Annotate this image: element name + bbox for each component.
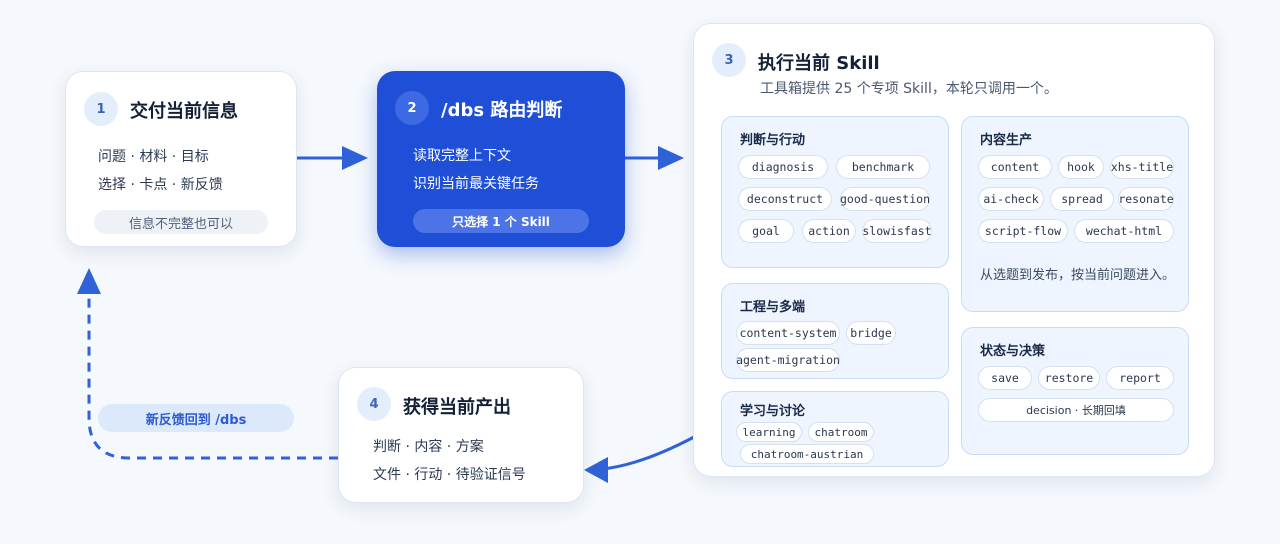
skill-chip-diagnosis: diagnosis: [738, 155, 828, 179]
arrowhead-1-to-2: [342, 146, 368, 170]
skill-chip-wechat-html: wechat-html: [1074, 219, 1174, 243]
step-3-title: 执行当前 Skill: [758, 53, 880, 74]
skill-chip-bridge: bridge: [846, 321, 896, 345]
skill-chip-report: report: [1106, 366, 1174, 390]
skill-chip-benchmark: benchmark: [836, 155, 930, 179]
group-learning: 学习与讨论 learning chatroom chatroom-austria…: [721, 391, 949, 467]
group-state-decision: 状态与决策 save restore report decision · 长期回…: [961, 327, 1189, 455]
skill-chip-chatroom-austrian: chatroom-austrian: [740, 444, 874, 464]
step-3-card: 3 执行当前 Skill 工具箱提供 25 个专项 Skill，本轮只调用一个。…: [693, 23, 1215, 477]
step-3-number: 3: [712, 43, 746, 77]
step-2-title: /dbs 路由判断: [441, 100, 563, 121]
step-1-pill: 信息不完整也可以: [94, 210, 268, 234]
arrowhead-2-to-3: [658, 146, 684, 170]
skill-chip-good-question: good-question: [840, 187, 930, 211]
skill-chip-script-flow: script-flow: [978, 219, 1068, 243]
skill-chip-ai-check: ai-check: [978, 187, 1044, 211]
step-4-title: 获得当前产出: [403, 397, 511, 418]
group-judgement-action: 判断与行动 diagnosis benchmark deconstruct go…: [721, 116, 949, 268]
skill-chip-save: save: [978, 366, 1032, 390]
skill-chip-hook: hook: [1058, 155, 1104, 179]
skill-chip-deconstruct: deconstruct: [738, 187, 832, 211]
arrow-loop-back: [87, 290, 338, 460]
step-1-title: 交付当前信息: [130, 101, 238, 122]
arrowhead-3-to-4: [584, 457, 608, 483]
step-1-card: 1 交付当前信息 问题 · 材料 · 目标 选择 · 卡点 · 新反馈 信息不完…: [65, 71, 297, 247]
skill-chip-learning: learning: [736, 422, 802, 442]
step-2-number: 2: [395, 91, 429, 125]
step-3-subtitle: 工具箱提供 25 个专项 Skill，本轮只调用一个。: [760, 81, 1058, 97]
group-content-production-note: 从选题到发布，按当前问题进入。: [980, 268, 1176, 283]
arrow-3-to-4: [601, 435, 695, 471]
group-engineering: 工程与多端 content-system bridge agent-migrat…: [721, 283, 949, 379]
group-state-decision-title: 状态与决策: [980, 344, 1046, 359]
step-2-pill: 只选择 1 个 Skill: [413, 209, 589, 233]
skill-chip-content: content: [978, 155, 1052, 179]
skill-chip-agent-migration: agent-migration: [736, 348, 840, 372]
skill-chip-spread: spread: [1050, 187, 1114, 211]
group-content-production-title: 内容生产: [980, 133, 1033, 148]
step-4-number: 4: [357, 387, 391, 421]
skill-chip-action: action: [802, 219, 856, 243]
skill-chip-content-system: content-system: [736, 321, 840, 345]
step-1-line-1: 问题 · 材料 · 目标: [98, 149, 209, 165]
group-learning-title: 学习与讨论: [740, 404, 806, 419]
step-4-line-1: 判断 · 内容 · 方案: [373, 439, 484, 455]
skill-chip-goal: goal: [738, 219, 794, 243]
skill-chip-restore: restore: [1038, 366, 1100, 390]
step-2-line-1: 读取完整上下文: [413, 148, 511, 164]
step-1-line-2: 选择 · 卡点 · 新反馈: [98, 177, 223, 193]
step-4-line-2: 文件 · 行动 · 待验证信号: [373, 467, 526, 483]
step-2-card: 2 /dbs 路由判断 读取完整上下文 识别当前最关键任务 只选择 1 个 Sk…: [377, 71, 625, 247]
group-judgement-action-title: 判断与行动: [740, 133, 806, 148]
skill-chip-slowisfast: slowisfast: [862, 219, 932, 243]
skill-chip-decision: decision · 长期回填: [978, 398, 1174, 422]
step-2-line-2: 识别当前最关键任务: [413, 176, 539, 192]
step-1-number: 1: [84, 92, 118, 126]
skill-chip-chatroom: chatroom: [808, 422, 874, 442]
group-engineering-title: 工程与多端: [740, 300, 806, 315]
group-content-production: 内容生产 content hook xhs-title ai-check spr…: [961, 116, 1189, 312]
skill-chip-xhs-title: xhs-title: [1110, 155, 1174, 179]
arrowhead-loop-back: [77, 268, 101, 294]
loop-back-label: 新反馈回到 /dbs: [98, 404, 294, 432]
skill-chip-resonate: resonate: [1118, 187, 1174, 211]
step-4-card: 4 获得当前产出 判断 · 内容 · 方案 文件 · 行动 · 待验证信号: [338, 367, 584, 503]
